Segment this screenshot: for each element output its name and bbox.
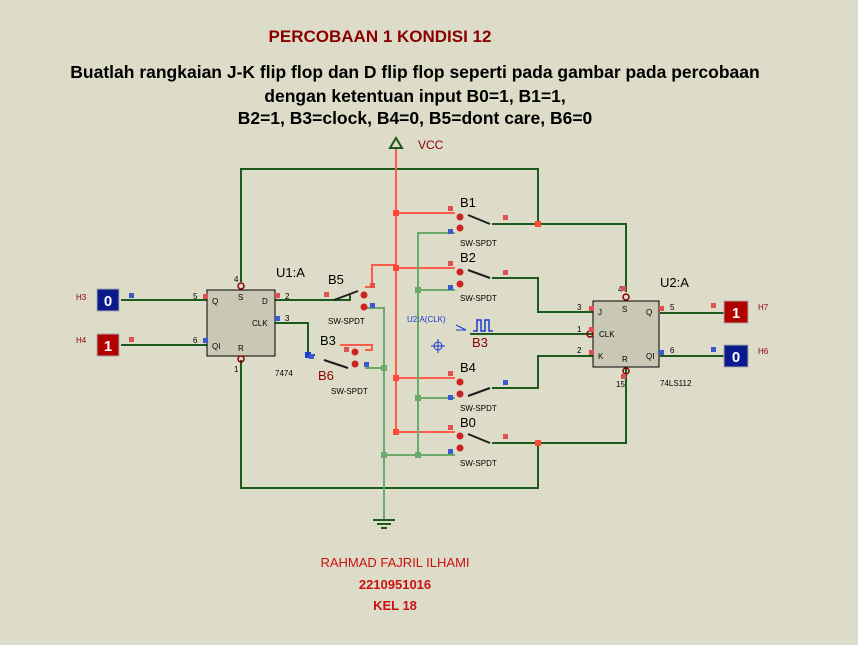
- u2-pin-j: J: [598, 308, 602, 317]
- switch-b0[interactable]: B0 SW-SPDT: [448, 415, 508, 468]
- probe-h6-value: 0: [732, 349, 740, 366]
- u2-pin-s: S: [622, 305, 627, 314]
- u2-pin-r: R: [622, 355, 628, 364]
- u2-pin-k: K: [598, 352, 604, 361]
- instruction-line-3: B2=1, B3=clock, B4=0, B5=dont care, B6=0: [237, 108, 593, 128]
- u1-pin-s: S: [238, 293, 243, 302]
- author-group: KEL 18: [373, 598, 417, 613]
- u1-pin-num-2: 2: [285, 292, 290, 301]
- u2-pin-q: Q: [646, 308, 652, 317]
- switch-b2-label: B2: [460, 250, 476, 265]
- instruction-line-1: Buatlah rangkaian J-K flip flop dan D fl…: [70, 62, 760, 82]
- u2-pin-num-6: 6: [670, 346, 675, 355]
- clock-name: U2:A(CLK): [407, 315, 446, 324]
- u1-pin-num-3: 3: [285, 314, 290, 323]
- high-wires: [340, 148, 455, 433]
- u2-pin-num-15: 15: [616, 380, 625, 389]
- u1-name: U1:A: [276, 265, 305, 280]
- u2-name: U2:A: [660, 275, 689, 290]
- probe-h3-value: 0: [104, 293, 112, 310]
- probe-h3[interactable]: 0 H3: [76, 288, 134, 312]
- u2-pin-clk: CLK: [599, 330, 615, 339]
- junction-dot-clk: [305, 352, 311, 358]
- switch-b4-type: SW-SPDT: [460, 404, 497, 413]
- u2-jk-flip-flop[interactable]: U2:A 74LS112 J S Q CLK K R QI 4 3 5 1 2 …: [577, 275, 692, 389]
- switch-b0-label: B0: [460, 415, 476, 430]
- clock-label: B3: [472, 335, 488, 350]
- u2-pin-qi: QI: [646, 352, 654, 361]
- switch-b3-b6[interactable]: B3 B6 SW-SPDT: [309, 333, 369, 396]
- switch-b1-label: B1: [460, 195, 476, 210]
- u1-pin-num-1: 1: [234, 365, 239, 374]
- u1-pin-clk: CLK: [252, 319, 268, 328]
- author-id: 2210951016: [358, 577, 432, 592]
- low-wires: [365, 232, 455, 520]
- switch-b5[interactable]: B5 SW-SPDT: [324, 272, 375, 326]
- junction-dots-low: [381, 287, 421, 458]
- u1-pin-num-6: 6: [193, 336, 198, 345]
- switch-b1[interactable]: B1 SW-SPDT: [448, 195, 508, 248]
- probe-h7[interactable]: 1 H7: [711, 300, 769, 324]
- probe-h7-label: H7: [758, 303, 769, 312]
- probe-h3-label: H3: [76, 293, 87, 302]
- switch-b4-label: B4: [460, 360, 476, 375]
- vcc-terminal[interactable]: VCC: [388, 136, 444, 152]
- u2-pin-num-2: 2: [577, 346, 582, 355]
- vcc-label: VCC: [418, 138, 444, 152]
- u2-pin-num-5: 5: [670, 303, 675, 312]
- switch-b0-type: SW-SPDT: [460, 459, 497, 468]
- dark-wires: [121, 168, 724, 489]
- u1-d-flip-flop[interactable]: U1:A 7474 Q QI D CLK S R 4 1 5 6 2 3: [193, 265, 305, 378]
- u1-pin-num-4: 4: [234, 275, 239, 284]
- u2-pin-num-1: 1: [577, 325, 582, 334]
- switch-b3-label: B3: [320, 333, 336, 348]
- junction-dots-high: [393, 210, 541, 446]
- switch-b1-type: SW-SPDT: [460, 239, 497, 248]
- probe-h4-label: H4: [76, 336, 87, 345]
- switch-b6-label: B6: [318, 368, 334, 383]
- probe-h6[interactable]: 0 H6: [711, 344, 769, 368]
- instruction-line-2: dengan ketentuan input B0=1, B1=1,: [264, 86, 566, 106]
- u2-part: 74LS112: [660, 379, 692, 388]
- u1-pin-d: D: [262, 297, 268, 306]
- u1-pin-q: Q: [212, 297, 218, 306]
- switch-b2[interactable]: B2 SW-SPDT: [448, 250, 508, 303]
- u1-pin-num-5: 5: [193, 292, 198, 301]
- probe-h4-value: 1: [104, 338, 112, 355]
- probe-h7-value: 1: [732, 305, 740, 322]
- crosshair-icon: [431, 339, 445, 353]
- switch-b3-type: SW-SPDT: [331, 387, 368, 396]
- switch-b2-type: SW-SPDT: [460, 294, 497, 303]
- u1-pin-r: R: [238, 344, 244, 353]
- page-title: PERCOBAAN 1 KONDISI 12: [268, 27, 492, 46]
- u1-part: 7474: [275, 369, 293, 378]
- u2-pin-num-4: 4: [618, 285, 623, 294]
- u2-pin-num-3: 3: [577, 303, 582, 312]
- switch-b5-label: B5: [328, 272, 344, 287]
- probe-h6-label: H6: [758, 347, 769, 356]
- author-name: RAHMAD FAJRIL ILHAMI: [320, 555, 470, 570]
- switch-b4[interactable]: B4 SW-SPDT: [448, 360, 508, 413]
- ground-terminal[interactable]: [373, 519, 395, 529]
- switch-b5-type: SW-SPDT: [328, 317, 365, 326]
- clock-generator[interactable]: U2:A(CLK) B3: [407, 315, 497, 353]
- probe-h4[interactable]: 1 H4: [76, 333, 134, 357]
- u1-pin-qi: QI: [212, 342, 220, 351]
